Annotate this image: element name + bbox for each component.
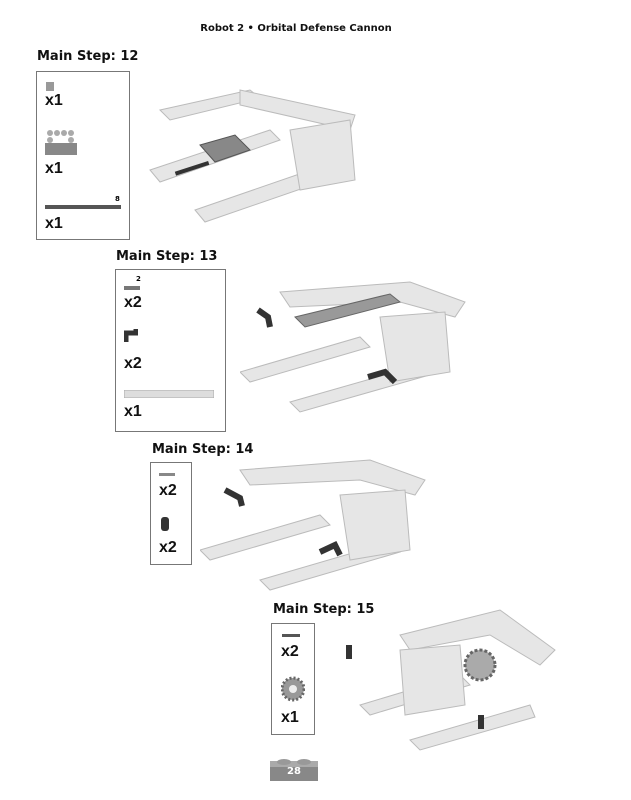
brick-icon xyxy=(270,759,318,781)
part-count: 2 xyxy=(136,275,141,283)
part-qty: x2 xyxy=(159,482,177,499)
pin-icon xyxy=(282,634,300,637)
axle-length: 8 xyxy=(115,195,120,203)
pin-icon xyxy=(124,286,140,290)
axle-pin-icon xyxy=(159,473,175,476)
step-12-parts-box: x1 x1 8 x1 xyxy=(36,71,130,240)
step-15-model-illustration xyxy=(346,609,556,751)
part-qty: x2 xyxy=(159,539,177,556)
beam-icon xyxy=(124,390,214,398)
step-13-parts-box: 2 x2 x2 x1 xyxy=(115,269,226,432)
step-15-label: Main Step: 15 xyxy=(273,602,375,617)
step-13-label: Main Step: 13 xyxy=(116,249,218,264)
step-14-label: Main Step: 14 xyxy=(152,442,254,457)
part-qty: x1 xyxy=(45,160,63,177)
gear-icon xyxy=(281,676,305,702)
part-qty: x2 xyxy=(281,643,299,660)
step-12-model-illustration xyxy=(149,89,356,223)
part-qty: x1 xyxy=(281,709,299,726)
part-qty: x1 xyxy=(124,403,142,420)
bush-icon xyxy=(161,517,169,531)
page-title: Robot 2 • Orbital Defense Cannon xyxy=(200,23,392,34)
part-qty: x2 xyxy=(124,355,142,372)
part-qty: x1 xyxy=(45,215,63,232)
step-15-parts-box: x2 x1 xyxy=(271,623,315,735)
page-number: 28 xyxy=(287,766,301,777)
connector-peg-icon xyxy=(46,82,54,91)
brick-2x4-icon xyxy=(45,130,77,155)
step-14-model-illustration xyxy=(200,459,426,591)
page-number-brick: 28 xyxy=(270,757,318,781)
step-13-model-illustration xyxy=(240,281,466,413)
step-12-label: Main Step: 12 xyxy=(37,49,139,64)
step-14-parts-box: x2 x2 xyxy=(150,462,192,565)
part-qty: x2 xyxy=(124,294,142,311)
part-qty: x1 xyxy=(45,92,63,109)
axle-icon xyxy=(45,205,121,209)
angle-connector-icon xyxy=(124,329,138,342)
